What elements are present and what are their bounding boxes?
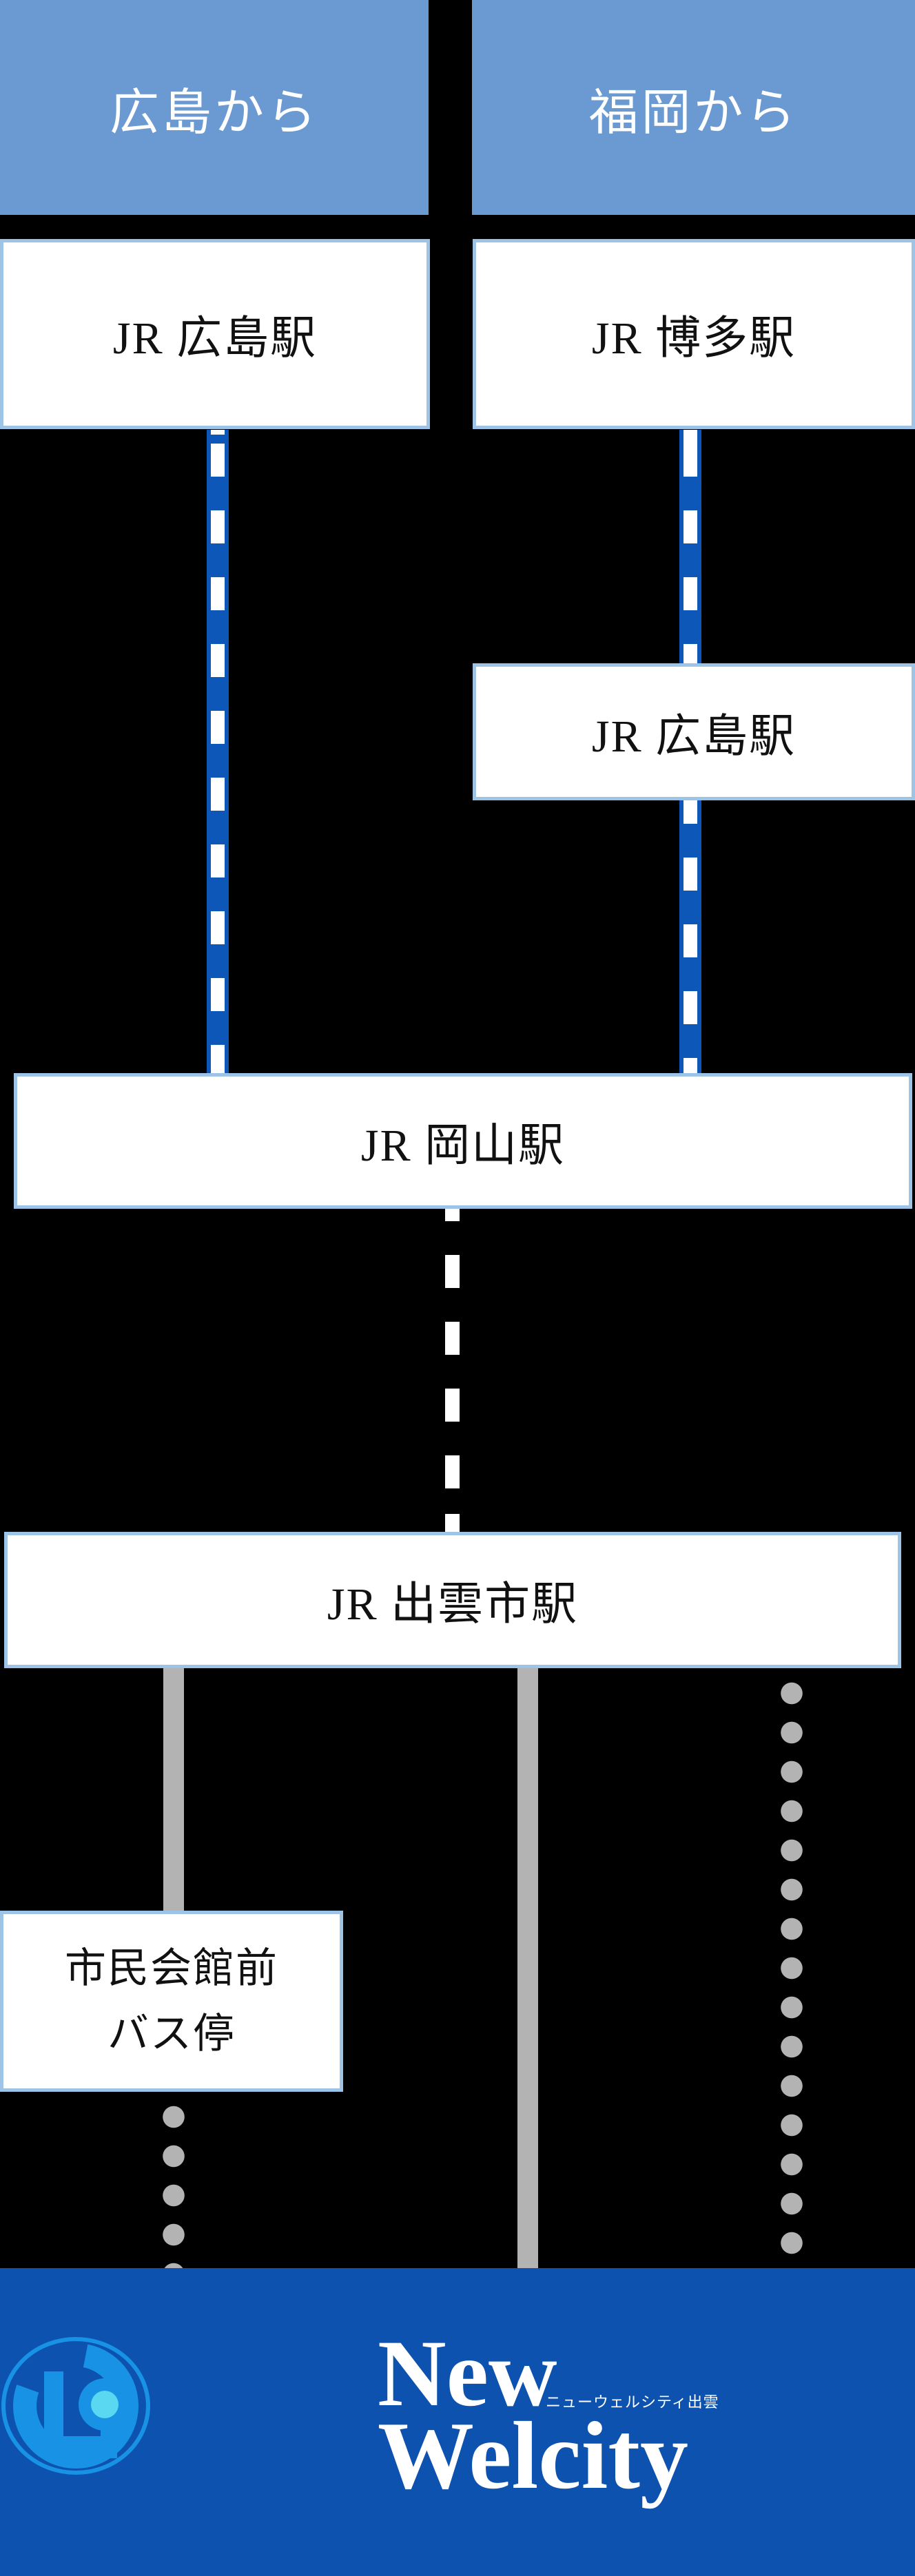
rail-line-white-dashes — [683, 800, 697, 1073]
header-from-hiroshima-label: 広島から — [109, 85, 319, 141]
walk-dotted-line-right — [781, 1668, 803, 2268]
rail-line-white-dashes — [683, 430, 697, 663]
station-label: JR 岡山駅 — [360, 1120, 566, 1171]
rail-line-white-dashes — [211, 430, 225, 1073]
station-label: JR 広島駅 — [112, 313, 318, 364]
bus-line-middle-solid — [517, 1668, 538, 2268]
header-from-fukuoka-label: 福岡から — [588, 85, 799, 141]
header-from-fukuoka: 福岡から — [472, 0, 915, 215]
footer-banner — [0, 2268, 915, 2576]
bus-stop-box-shimin-kaikan-mae: 市民会館前 バス停 — [0, 1911, 343, 2092]
rail-dashed-line-left — [207, 430, 229, 1073]
station-label: JR 広島駅 — [591, 711, 796, 762]
bus-line-left-dotted — [163, 2092, 185, 2268]
station-box-jr-okayama: JR 岡山駅 — [14, 1073, 912, 1209]
station-box-jr-izumoshi: JR 出雲市駅 — [4, 1532, 901, 1668]
white-dashed-line-okayama-izumo — [445, 1209, 460, 1535]
rail-dashed-line-right-lower — [679, 800, 701, 1073]
bus-stop-label-line1: 市民会館前 — [65, 1945, 278, 1991]
station-label: JR 博多駅 — [591, 313, 796, 364]
station-label: JR 出雲市駅 — [327, 1579, 579, 1630]
brand-subtitle: ニューウェルシティ出雲 — [546, 2393, 719, 2411]
station-box-jr-hakata: JR 博多駅 — [473, 239, 915, 429]
station-box-jr-hiroshima-top: JR 広島駅 — [0, 239, 430, 429]
rail-dashed-line-right-upper — [679, 430, 701, 663]
bus-line-left-solid — [163, 1668, 184, 1911]
brand-name-new: New — [378, 2320, 557, 2426]
brand-name-welcity: Welcity — [378, 2402, 688, 2509]
hotel-logo-icon — [1, 2337, 150, 2475]
header-from-hiroshima: 広島から — [0, 0, 429, 215]
bus-stop-label-line2: バス停 — [107, 2011, 236, 2057]
station-box-jr-hiroshima-mid: JR 広島駅 — [473, 663, 915, 800]
